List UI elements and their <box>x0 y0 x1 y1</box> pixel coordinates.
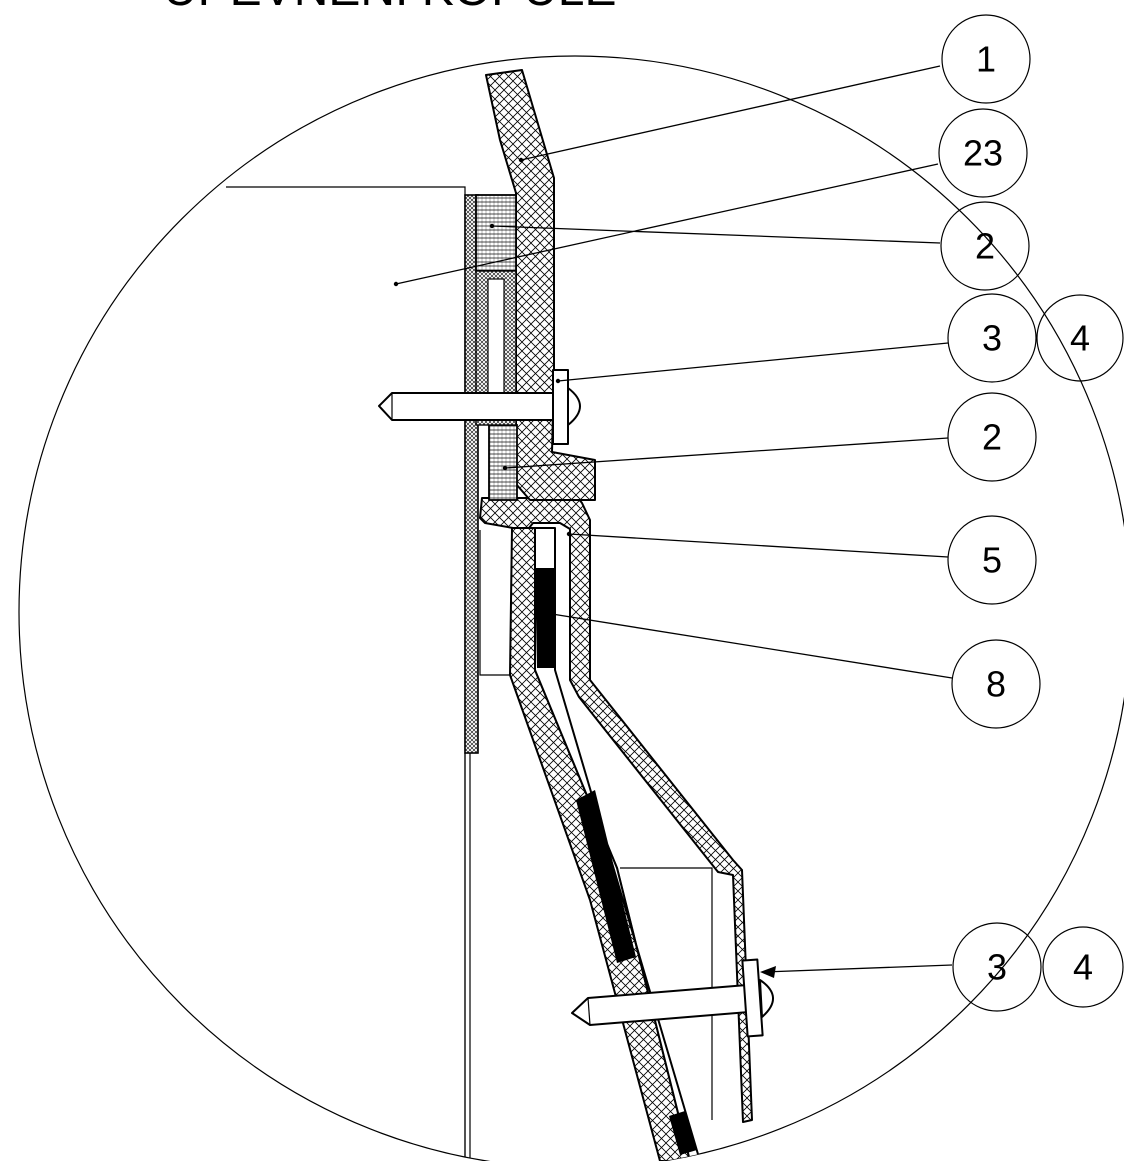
gasket-black-segment-3 <box>669 1111 697 1155</box>
svg-text:23: 23 <box>963 133 1003 174</box>
spacer-top <box>475 194 517 272</box>
gasket-strip <box>534 527 701 1161</box>
gasket-black-segment-2 <box>576 790 636 963</box>
callout-4-top: 4 <box>1036 294 1124 382</box>
svg-text:4: 4 <box>1070 318 1090 359</box>
svg-text:2: 2 <box>982 417 1002 458</box>
gasket-black-segment-1 <box>535 568 555 668</box>
lower-block <box>620 867 713 1120</box>
detail-circle <box>18 55 1124 1161</box>
drawing-title: UPEVNĚNÍ KOPULE <box>163 0 616 16</box>
svg-text:2: 2 <box>975 226 995 267</box>
callout-8: 8 <box>951 639 1041 729</box>
svg-text:3: 3 <box>982 318 1002 359</box>
svg-text:4: 4 <box>1073 947 1093 988</box>
svg-text:1: 1 <box>976 39 996 80</box>
callout-5: 5 <box>947 515 1037 605</box>
svg-text:3: 3 <box>987 947 1007 988</box>
screw-top <box>378 369 581 445</box>
section-body <box>226 69 774 1161</box>
svg-text:8: 8 <box>986 664 1006 705</box>
vertical-plate <box>464 194 479 754</box>
svg-text:5: 5 <box>982 540 1002 581</box>
callout-23: 23 <box>938 108 1028 198</box>
dome-wall <box>485 69 596 501</box>
spacer-bottom <box>488 424 518 501</box>
inner-block <box>479 530 510 676</box>
screw-bottom <box>571 958 774 1038</box>
callout-3-top: 3 <box>947 293 1037 383</box>
callout-3-bottom: 3 <box>952 922 1042 1012</box>
leader-lines <box>393 65 953 978</box>
roof-panel <box>226 186 466 1161</box>
callout-2-bottom: 2 <box>947 392 1037 482</box>
callout-4-bottom: 4 <box>1042 926 1124 1008</box>
callout-2-top: 2 <box>940 201 1030 291</box>
frame-profile <box>479 497 753 1123</box>
callout-1: 1 <box>941 14 1031 104</box>
